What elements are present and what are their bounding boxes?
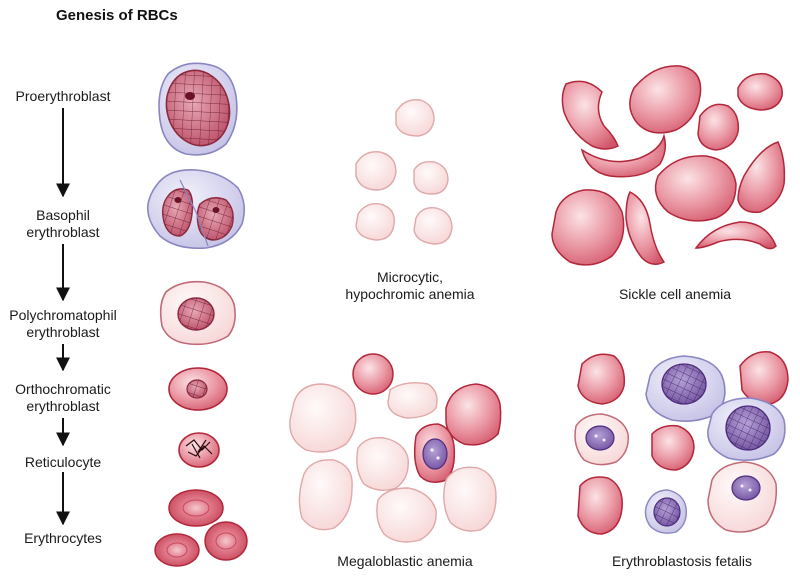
red-cell xyxy=(739,351,789,405)
sickle-cell xyxy=(580,133,667,178)
stage-label-erythrocytes: Erythrocytes xyxy=(24,530,102,546)
orthochromatic-erythroblast-cell xyxy=(168,367,228,411)
stage-label-basophil: Basophil erythroblast xyxy=(26,207,100,240)
sickle-cell xyxy=(737,141,786,213)
sickle-cell xyxy=(625,190,666,265)
microcyte xyxy=(413,160,449,195)
macrocyte xyxy=(356,437,409,491)
megaloblast xyxy=(413,423,456,483)
red-cell xyxy=(577,353,626,405)
sickle-cell xyxy=(654,155,737,222)
fetalis-cells xyxy=(574,351,789,535)
microcyte xyxy=(413,207,453,245)
diagram-title: Genesis of RBCs xyxy=(56,7,178,24)
erythrocyte-disc xyxy=(154,533,200,567)
red-cell xyxy=(577,476,623,535)
macrocyte xyxy=(376,487,437,543)
macrocyte xyxy=(443,466,497,532)
sickle-cell xyxy=(561,80,619,150)
stage-label-reticulocyte: Reticulocyte xyxy=(24,454,102,470)
microcyte xyxy=(395,99,435,137)
sickle-cell xyxy=(737,73,783,111)
erythrocyte-cells xyxy=(154,489,248,567)
proerythroblast-cell xyxy=(158,62,238,156)
sickle-cell xyxy=(551,189,625,266)
erythroblast-pink xyxy=(574,413,629,466)
panel-label-sickle: Sickle cell anemia xyxy=(618,286,732,302)
microcytic-cells xyxy=(355,99,453,245)
basophil-erythroblast-cell xyxy=(146,169,246,250)
megaloblastic-cells xyxy=(289,353,502,543)
sickle-cell xyxy=(697,103,740,151)
red-macrocyte xyxy=(352,353,394,395)
erythroblast-large xyxy=(707,397,786,462)
macrocyte xyxy=(387,382,438,419)
stage-label-polychromatophil: Polychromatophil erythroblast xyxy=(9,307,117,340)
macrocyte xyxy=(298,459,353,531)
stage-label-orthochromatic: Orthochromatic erythroblast xyxy=(15,381,111,414)
sickle-cell xyxy=(694,221,777,250)
macrocyte xyxy=(445,383,502,446)
macrocyte xyxy=(289,383,357,453)
panel-label-fetalis: Erythroblastosis fetalis xyxy=(611,553,753,569)
erythrocyte-disc xyxy=(204,521,248,561)
panel-label-megaloblastic: Megaloblastic anemia xyxy=(337,553,473,569)
microcyte xyxy=(355,151,397,191)
erythrocyte-disc xyxy=(168,489,224,527)
stage-label-proerythroblast: Proerythroblast xyxy=(15,88,111,104)
erythroblast-large xyxy=(645,355,726,422)
panel-label-microcytic: Microcytic, hypochromic anemia xyxy=(345,269,475,302)
reticulocyte-cell xyxy=(178,432,220,468)
microcyte xyxy=(355,203,395,241)
sickle-cells xyxy=(551,65,786,266)
polychromatophil-erythroblast-cell xyxy=(159,280,236,346)
erythroblast-pink xyxy=(707,461,778,533)
erythroblast-small xyxy=(644,489,687,534)
red-cell xyxy=(651,424,695,471)
sickle-cell xyxy=(629,65,702,134)
